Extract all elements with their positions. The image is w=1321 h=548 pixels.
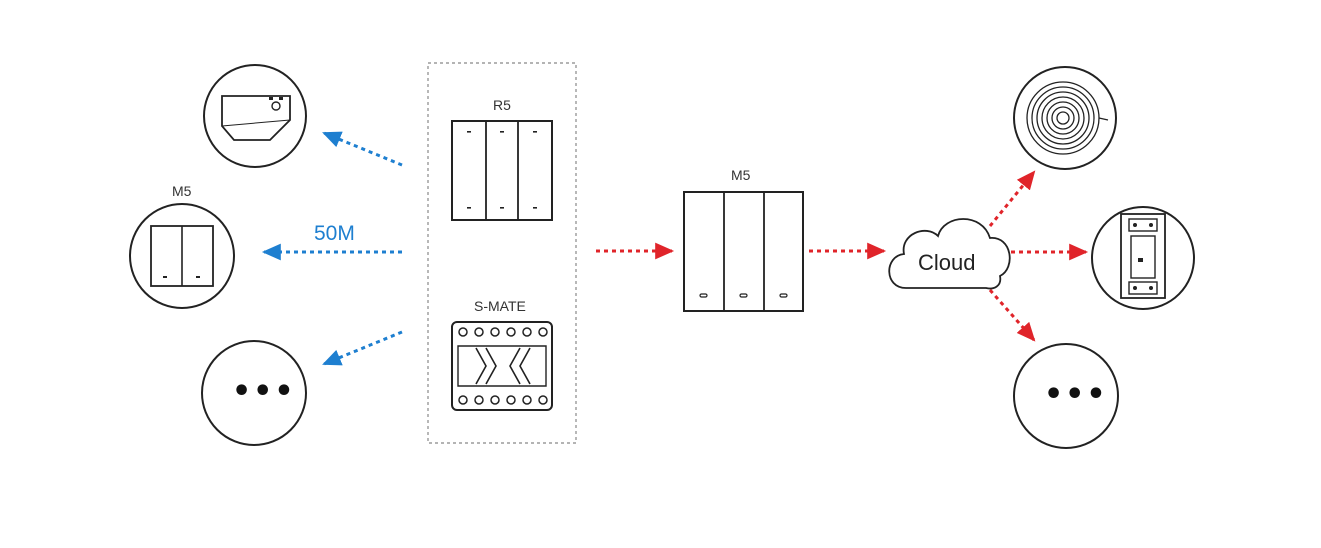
r5-remote-icon — [451, 120, 553, 221]
distance-label: 50M — [314, 222, 355, 245]
arrow-to-more-left — [322, 330, 403, 366]
cloud-label: Cloud — [918, 250, 976, 275]
two-gang-switch-icon — [150, 225, 214, 287]
arrow-to-more-right — [988, 289, 1036, 342]
more-right-dots: ••• — [1044, 377, 1108, 412]
r5-label: R5 — [493, 97, 511, 113]
more-circle-left — [201, 340, 307, 446]
din-relay-icon — [1120, 213, 1166, 299]
arrow-to-led-strip — [988, 170, 1036, 227]
arrow-to-switch-module — [322, 131, 403, 167]
more-left-dots: ••• — [232, 374, 296, 409]
m5-left-label: M5 — [172, 183, 192, 199]
three-gang-switch-icon — [683, 191, 804, 312]
s-mate-icon — [451, 321, 553, 411]
led-strip-circle — [1013, 66, 1117, 170]
local-links — [261, 131, 403, 366]
switch-module-icon — [221, 95, 291, 141]
group-box — [427, 62, 577, 444]
more-circle-right — [1013, 343, 1119, 449]
m5-two-gang-circle — [129, 203, 235, 309]
cloud-icon — [888, 218, 1011, 290]
switch-module-circle — [203, 64, 307, 168]
din-relay-circle — [1091, 206, 1195, 310]
led-strip-icon — [1026, 81, 1109, 155]
s-mate-label: S-MATE — [474, 298, 526, 314]
cloud-links — [596, 170, 1089, 342]
m5-center-label: M5 — [731, 167, 751, 183]
